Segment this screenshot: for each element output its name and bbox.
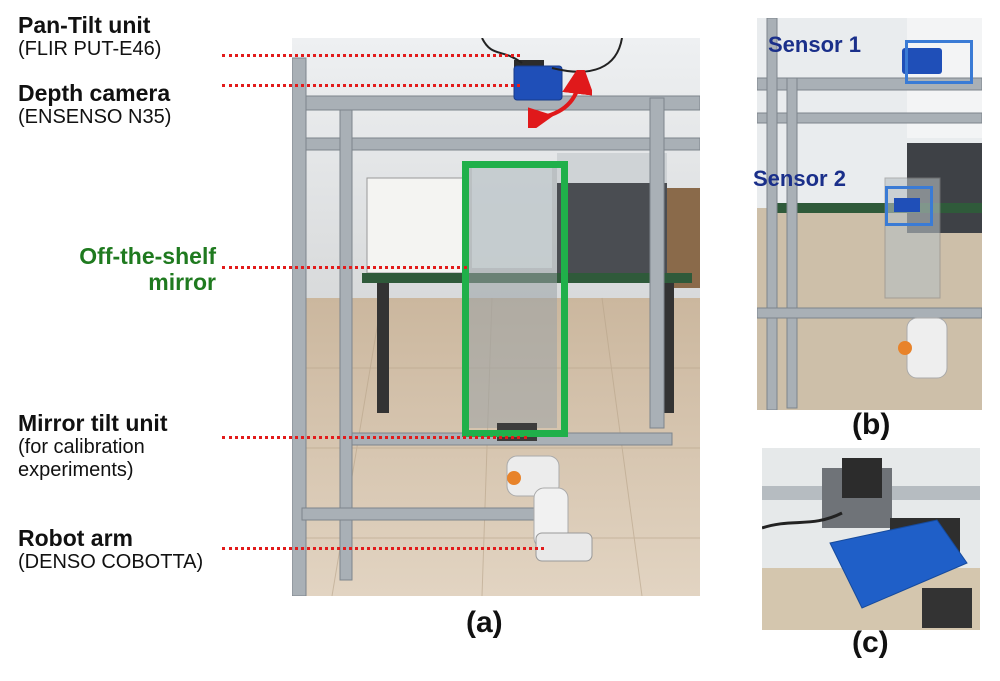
pan-tilt-leader — [222, 54, 520, 57]
mirror-tilt-sub2: experiments) — [18, 459, 134, 482]
mirror-tilt-title: Mirror tilt unit — [18, 410, 168, 436]
depth-camera-title: Depth camera — [18, 80, 171, 106]
mirror-label: Off-the-shelf mirror — [18, 243, 216, 296]
mirror-tilt-sub1: (for calibration — [18, 436, 145, 459]
sensor2-box — [885, 186, 933, 226]
pan-tilt-title: Pan-Tilt unit — [18, 12, 151, 38]
depth-camera-model: (ENSENSO N35) — [18, 106, 172, 129]
robot-arm-model: (DENSO COBOTTA) — [18, 551, 204, 574]
mirror-label-line1: Off-the-shelf — [79, 243, 216, 269]
sensor-photo — [757, 18, 982, 410]
depth-camera-label: Depth camera (ENSENSO N35) — [18, 80, 171, 129]
mirror-highlight-box — [462, 161, 568, 437]
robot-arm-label: Robot arm (DENSO COBOTTA) — [18, 525, 203, 574]
mirror-tilt-leader — [222, 436, 527, 439]
closeup-photo — [762, 448, 980, 630]
sensor1-label: Sensor 1 — [768, 32, 861, 57]
mirror-label-line2: mirror — [148, 269, 216, 296]
caption-c: (c) — [852, 626, 889, 659]
robot-arm-title: Robot arm — [18, 525, 133, 551]
sensor2-label: Sensor 2 — [753, 166, 846, 191]
pan-tilt-label: Pan-Tilt unit (FLIR PUT-E46) — [18, 12, 161, 61]
sensor1-box — [905, 40, 973, 84]
caption-b: (b) — [852, 408, 891, 441]
setup-photo — [292, 38, 700, 596]
caption-a: (a) — [466, 606, 503, 639]
robot-arm-leader — [222, 547, 544, 550]
mirror-tilt-label: Mirror tilt unit (for calibration experi… — [18, 410, 167, 482]
mirror-leader — [222, 266, 467, 269]
tilt-arrow-icon — [528, 70, 592, 128]
pan-tilt-model: (FLIR PUT-E46) — [18, 38, 162, 61]
depth-camera-leader — [222, 84, 520, 87]
